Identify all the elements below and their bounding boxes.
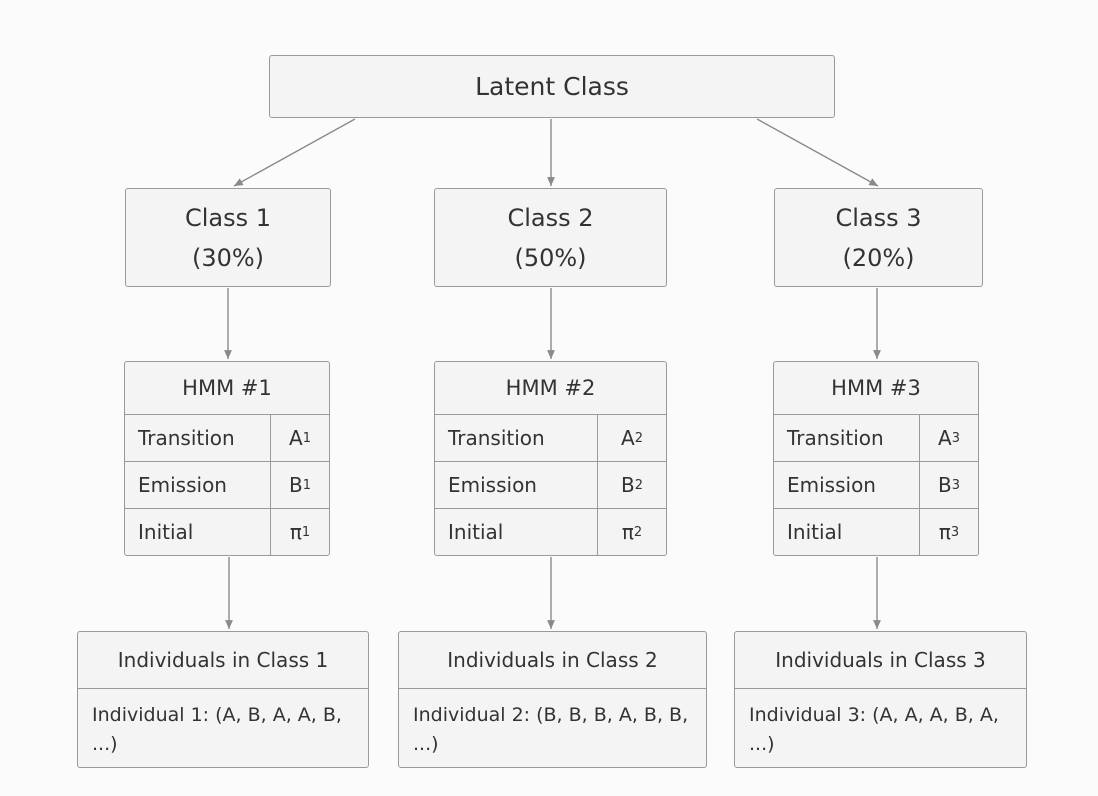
class-3-node: Class 3 (20%): [774, 188, 983, 287]
hmm-2-emission-label: Emission: [435, 462, 598, 508]
individuals-class-3-box: Individuals in Class 3 Individual 3: (A,…: [734, 631, 1027, 768]
hmm-2-title: HMM #2: [435, 362, 666, 415]
class-3-share: (20%): [842, 243, 915, 272]
hmm-1-title: HMM #1: [125, 362, 329, 415]
hmm-3-transition-label: Transition: [774, 415, 920, 461]
individuals-class-1-box: Individuals in Class 1 Individual 1: (A,…: [77, 631, 369, 768]
class-2-share: (50%): [514, 243, 587, 272]
class-2-node: Class 2 (50%): [434, 188, 667, 287]
latent-class-node: Latent Class: [269, 55, 835, 118]
hmm-3-initial-label: Initial: [774, 509, 920, 555]
hmm-3-title: HMM #3: [774, 362, 978, 415]
class-1-node: Class 1 (30%): [125, 188, 331, 287]
class-1-name: Class 1: [184, 203, 272, 232]
arrow-root-to-class-1: [233, 118, 356, 187]
hmm-1-initial-label: Initial: [125, 509, 271, 555]
class-2-name: Class 2: [507, 203, 594, 232]
class-1-share: (30%): [191, 243, 265, 272]
individuals-class-2-title: Individuals in Class 2: [399, 632, 706, 689]
individual-3-sequence: Individual 3: (A, A, A, B, A, ...): [749, 704, 999, 755]
individual-2-sequence: Individual 2: (B, B, B, A, B, B, ...): [413, 704, 689, 755]
individuals-class-3-title: Individuals in Class 3: [735, 632, 1026, 689]
hmm-1-transition-label: Transition: [125, 415, 271, 461]
individual-1-sequence: Individual 1: (A, B, A, A, B, ...): [92, 704, 342, 755]
individuals-class-2-box: Individuals in Class 2 Individual 2: (B,…: [398, 631, 707, 768]
hmm-1-emission-label: Emission: [125, 462, 271, 508]
arrow-root-to-class-3: [756, 118, 879, 187]
hmm-2-transition-label: Transition: [435, 415, 598, 461]
hmm-3-emission-label: Emission: [774, 462, 920, 508]
latent-class-label: Latent Class: [475, 72, 629, 101]
individuals-class-1-title: Individuals in Class 1: [78, 632, 368, 689]
hmm-2-initial-label: Initial: [435, 509, 598, 555]
class-3-name: Class 3: [835, 203, 922, 232]
